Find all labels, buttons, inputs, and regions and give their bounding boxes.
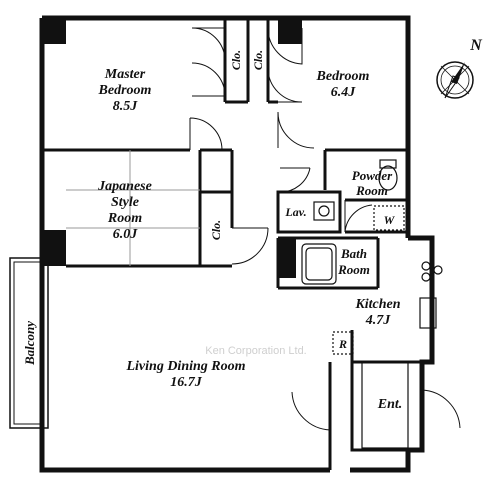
refrigerator-label: R — [338, 337, 347, 351]
interior-walls — [40, 18, 422, 470]
master-bedroom-label-line1: Master — [104, 67, 146, 82]
bedroom-size: 6.4J — [331, 85, 357, 100]
japanese-room-line3: Room — [107, 211, 142, 226]
powder-room-line2: Room — [355, 183, 388, 198]
japanese-room-size: 6.0J — [113, 227, 139, 242]
closet-2-label: Clo. — [251, 50, 265, 70]
washer-label: W — [384, 213, 396, 227]
closet-1-label: Clo. — [229, 50, 243, 70]
master-bedroom-size: 8.5J — [113, 99, 139, 114]
pillars — [42, 18, 302, 278]
balcony-outline — [9, 257, 49, 429]
japanese-room-line1: Japanese — [97, 179, 152, 194]
living-dining-label: Living Dining Room — [125, 359, 245, 374]
watermark: Ken Corporation Ltd. — [205, 345, 307, 357]
fixtures — [301, 159, 443, 449]
closet-3-label: Clo. — [209, 220, 223, 240]
japanese-room-line2: Style — [111, 195, 139, 210]
kitchen-label: Kitchen — [354, 297, 400, 312]
living-dining-size: 16.7J — [170, 375, 203, 390]
powder-room-line1: Powder — [352, 168, 393, 183]
balcony-label: Balcony — [22, 321, 37, 366]
lavatory-label: Lav. — [284, 205, 306, 219]
tatami-grid — [66, 150, 200, 266]
bedroom-label: Bedroom — [316, 69, 370, 84]
entrance-label: Ent. — [377, 397, 403, 412]
compass-icon — [436, 61, 474, 99]
bath-room-line2: Room — [337, 262, 370, 277]
kitchen-size: 4.7J — [365, 313, 392, 328]
compass-north-label: N — [469, 37, 483, 54]
doors — [189, 27, 461, 431]
bath-room-line1: Bath — [340, 246, 367, 261]
master-bedroom-label-line2: Bedroom — [98, 83, 152, 98]
